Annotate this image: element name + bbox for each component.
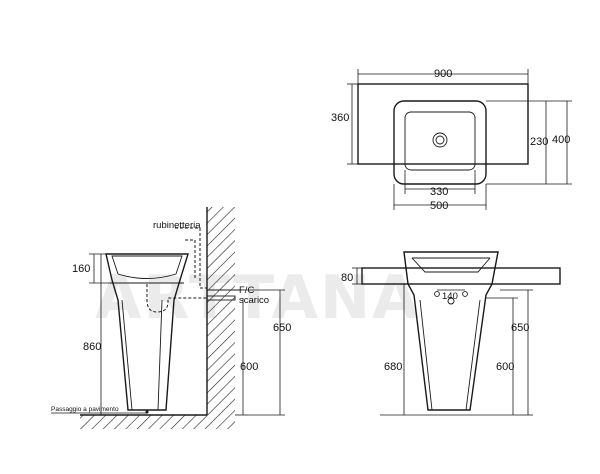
- supply-pipe-branch: [185, 239, 196, 280]
- basin-bowl: [111, 255, 183, 279]
- floor-hatch: [80, 415, 235, 429]
- dim-860: 860: [83, 341, 101, 353]
- dim-680: 680: [384, 361, 402, 373]
- dim-80: 80: [341, 272, 353, 284]
- fixing-hole-left: [434, 291, 440, 297]
- dim-650-side: 650: [273, 322, 291, 334]
- dim-400: 400: [552, 134, 570, 146]
- top-view: 900 360 230 400 330 500: [331, 68, 572, 212]
- drain-hole: [432, 132, 448, 148]
- dim-140: 140: [442, 291, 458, 302]
- label-passaggio: Passaggio a pavimento: [51, 406, 119, 413]
- dim-500: 500: [430, 200, 448, 212]
- supply-pipe: [175, 227, 207, 289]
- drain-pipe: [146, 284, 207, 313]
- watermark: ARTTANA: [95, 263, 421, 333]
- drain-hole-inner: [435, 135, 445, 145]
- label-rubinetteria: rubinetteria: [153, 220, 201, 231]
- drain-hole-front: [447, 297, 455, 305]
- front-view: 80 140 680 650 600: [341, 251, 561, 416]
- dim-160: 160: [72, 263, 90, 275]
- dim-900: 900: [434, 68, 452, 80]
- basin-inner-outline: [404, 111, 476, 171]
- dim-330: 330: [430, 186, 448, 198]
- basin-outer-outline: [393, 100, 487, 185]
- dim-230: 230: [530, 136, 548, 148]
- dim-600-side: 600: [240, 361, 258, 373]
- wall-hatch: [207, 207, 235, 415]
- pedestal-outline: [105, 253, 189, 411]
- label-fc: F/C: [239, 285, 254, 296]
- fixing-hole-right: [462, 291, 468, 297]
- dim-600-front: 600: [496, 361, 514, 373]
- dim-360: 360: [331, 112, 349, 124]
- countertop-outline: [357, 83, 529, 165]
- dim-650-front: 650: [511, 322, 529, 334]
- countertop-front: [361, 267, 561, 285]
- side-view: rubinetteria F/C scarico Passaggio a pav…: [51, 207, 291, 429]
- label-scarico: scarico: [239, 295, 269, 306]
